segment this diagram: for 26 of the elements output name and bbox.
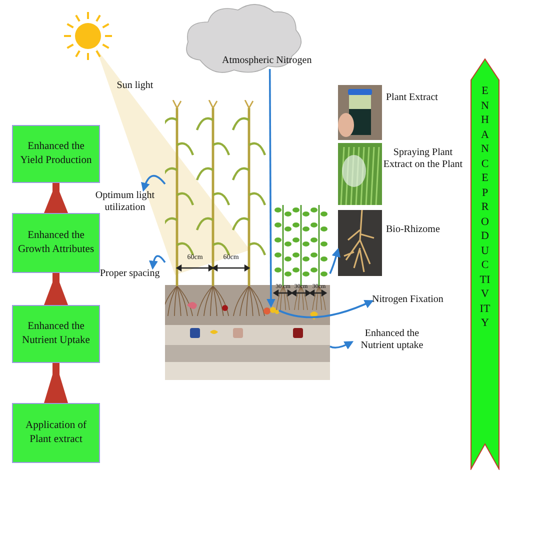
process-box [12,305,100,363]
photo-caption: Plant Extract [386,92,439,104]
annotation-text: Proper spacing [100,268,162,282]
sunlight-label: Sun light [116,80,154,92]
box-text: Application of Plant extract [24,418,88,447]
process-box [12,125,100,183]
photo-caption: Bio-Rhizome [386,224,441,236]
curved-arrow [149,255,166,270]
box-text: Enhanced the Yield Production [19,140,93,168]
annotation-text: Atmospheric Nitrogen [222,55,326,69]
box-text: Enhanced the Nutrient Uptake [21,320,91,348]
photo-caption: Spraying Plant Extract on the Plant [383,147,463,171]
process-box [12,213,100,273]
curved-arrow [329,248,340,274]
process-box [12,403,100,463]
triangle-arrow [44,273,68,305]
curved-arrow [278,300,374,318]
band-text: ENHANCE PRODUCTIVITY [480,84,490,331]
box-text: Enhanced the Growth Attributes [17,228,95,257]
annotation-text: Enhanced the Nutrient uptake [352,328,432,356]
triangle-arrow [44,183,68,213]
triangle-arrow [44,363,68,403]
curved-arrow [141,175,166,192]
annotation-text: Nitrogen Fixation [372,294,464,308]
curved-arrow [330,341,354,350]
annotation-text: Optimum light utilization [88,190,162,218]
